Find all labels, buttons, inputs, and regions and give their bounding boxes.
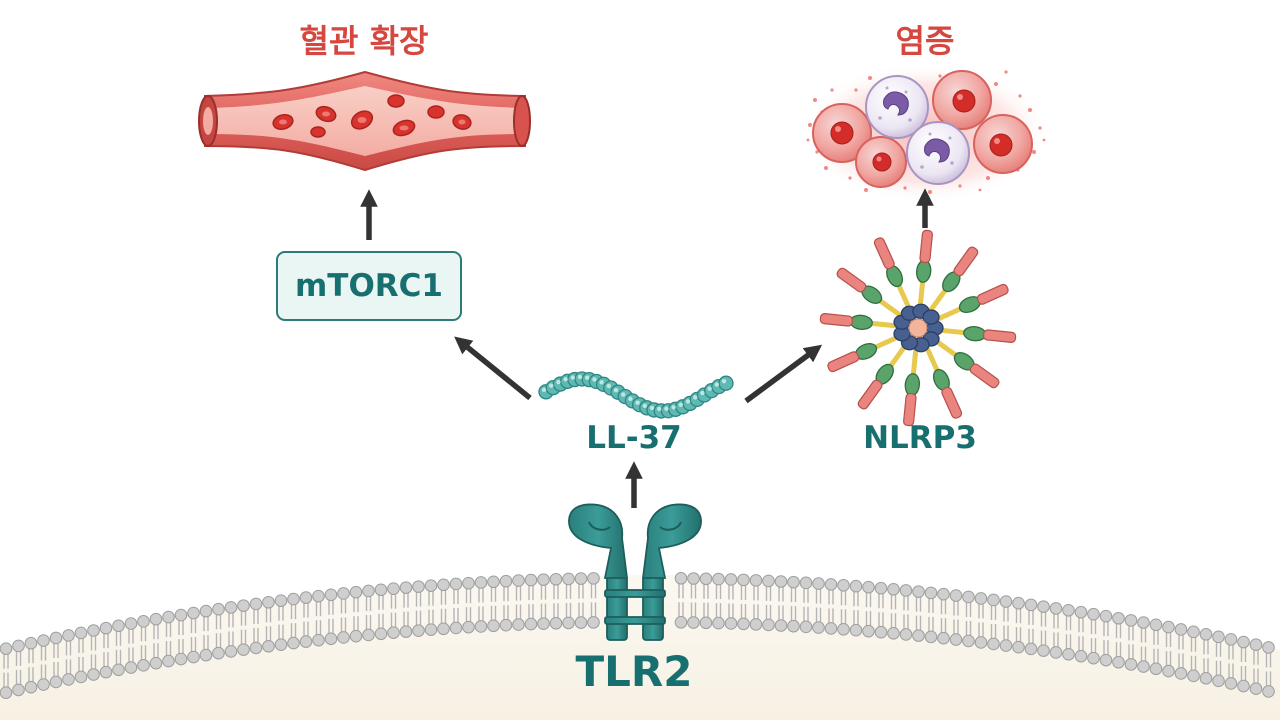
arrow-ll37-to-nlrp3 xyxy=(744,344,823,404)
ll37-peptide-icon xyxy=(538,371,734,419)
vasodilation-label: 혈관 확장 xyxy=(299,22,429,60)
inflammatory-cells-icon xyxy=(800,63,1050,203)
ll37-label: LL-37 xyxy=(586,420,682,456)
pathway-arrows xyxy=(360,188,934,508)
arrow-ll37-to-mtorc1 xyxy=(454,336,532,401)
cell-membrane-icon xyxy=(0,571,1280,720)
mtorc1-box: mTORC1 xyxy=(276,251,462,321)
blood-vessel-icon xyxy=(198,70,531,172)
mtorc1-label: mTORC1 xyxy=(295,268,443,304)
nlrp3-label: NLRP3 xyxy=(863,420,977,456)
nlrp3-inflammasome-icon xyxy=(819,229,1017,427)
inflammation-label: 염증 xyxy=(895,22,955,60)
tlr2-receptor-icon xyxy=(568,503,702,641)
tlr2-label: TLR2 xyxy=(575,647,693,696)
